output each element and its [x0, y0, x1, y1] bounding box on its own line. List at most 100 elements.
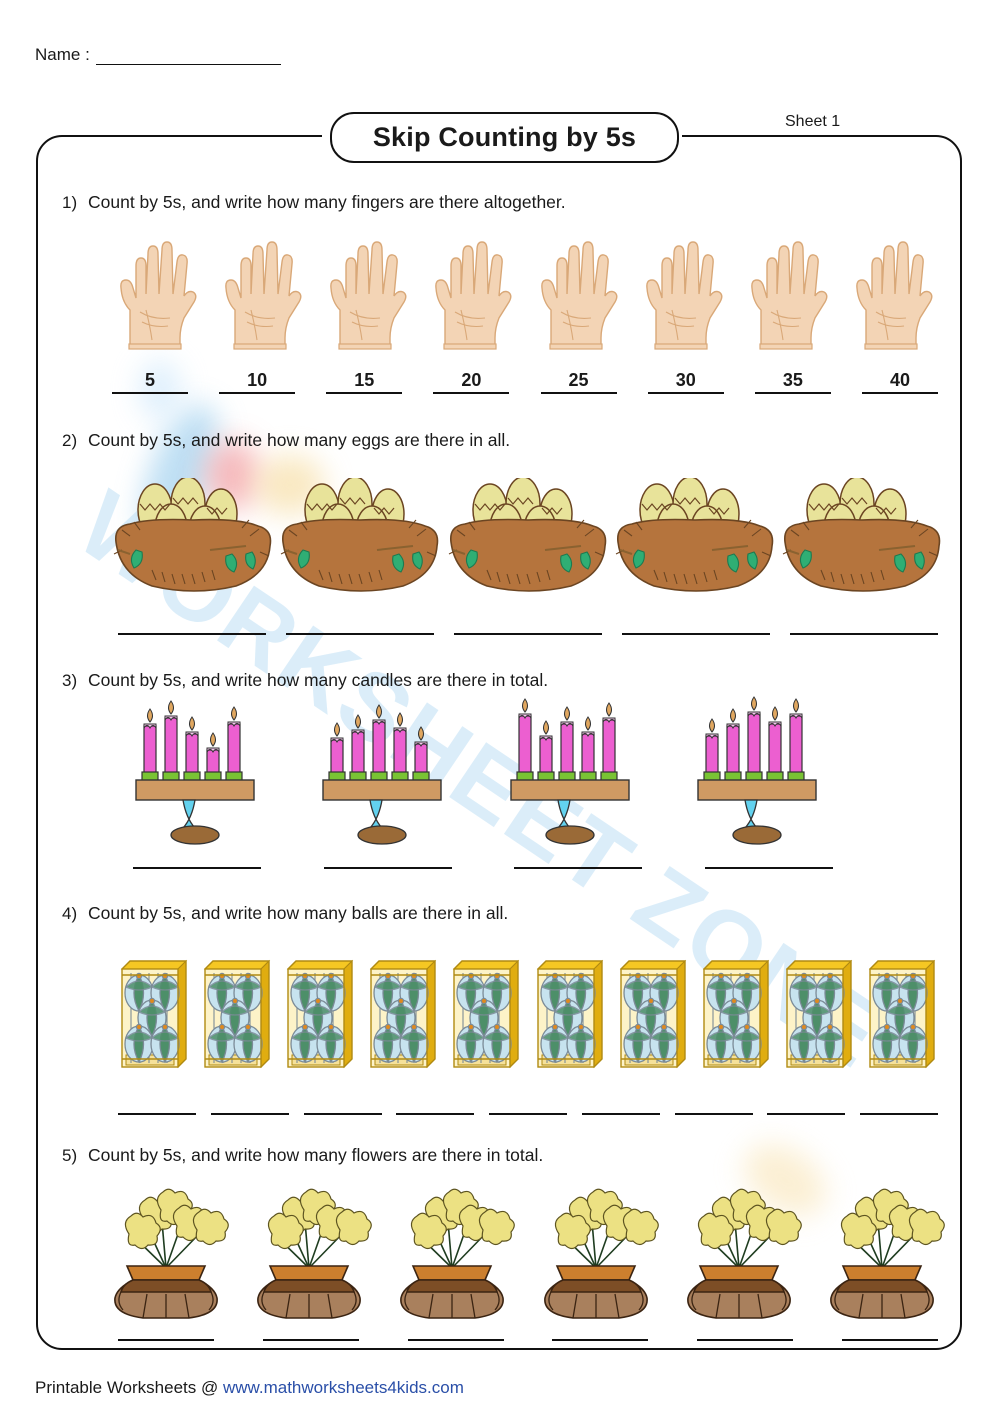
answer-blank[interactable]: 40: [861, 370, 938, 394]
hand-icon: [751, 241, 828, 350]
flower-pot-icon: [114, 1188, 229, 1319]
question-1-text: Count by 5s, and write how many fingers …: [88, 192, 566, 212]
worksheet-frame: [36, 135, 962, 1350]
question-2: 2) Count by 5s, and write how many eggs …: [36, 430, 936, 451]
answer-blank[interactable]: 30: [647, 370, 724, 394]
answer-blank[interactable]: [454, 632, 602, 635]
answer-blank[interactable]: [704, 866, 833, 869]
answer-blank[interactable]: [286, 632, 434, 635]
hand-icon: [225, 241, 302, 350]
question-1-number: 1): [62, 193, 78, 212]
candle-stand-icon: [697, 696, 817, 845]
question-4-answer-row: [118, 1112, 938, 1115]
question-4: 4) Count by 5s, and write how many balls…: [36, 903, 936, 924]
question-3-text: Count by 5s, and write how many candles …: [88, 670, 549, 690]
question-2-illustration-row: [110, 478, 945, 596]
ball-crate-icon: [785, 959, 853, 1069]
question-1-illustration-row: [118, 240, 938, 352]
hand-icon: [120, 241, 197, 350]
answer-blank[interactable]: 35: [754, 370, 831, 394]
question-5-illustration-row: [103, 1180, 945, 1320]
question-4-number: 4): [62, 904, 78, 923]
question-2-heading: 2) Count by 5s, and write how many eggs …: [36, 430, 936, 451]
candle-stand-icon: [322, 704, 443, 845]
ball-crate-icon: [120, 959, 188, 1069]
answer-blank[interactable]: [790, 632, 938, 635]
answer-blank[interactable]: 10: [219, 370, 296, 394]
nest-eggs-icon: [113, 478, 272, 592]
candle-stand-icon: [509, 698, 630, 845]
question-4-illustration-row: [118, 955, 938, 1073]
answer-blank[interactable]: [118, 1338, 214, 1341]
hand-icon: [856, 241, 933, 350]
answer-blank[interactable]: [767, 1112, 846, 1115]
answer-blank[interactable]: 20: [433, 370, 510, 394]
answer-blank[interactable]: [303, 1112, 382, 1115]
answer-blank[interactable]: [841, 1338, 938, 1341]
footer: Printable Worksheets @ www.mathworksheet…: [35, 1378, 464, 1398]
question-5-answer-row: [118, 1338, 938, 1341]
answer-blank[interactable]: [674, 1112, 753, 1115]
flower-pot-icon: [400, 1188, 516, 1319]
question-1-answer-row: 5 10 15 20 25 30 35 40: [112, 370, 938, 394]
nest-eggs-icon: [448, 478, 606, 592]
flower-pot-icon: [686, 1188, 802, 1319]
flower-pot-icon: [257, 1188, 373, 1319]
ball-crate-icon: [203, 959, 271, 1069]
question-1: 1) Count by 5s, and write how many finge…: [36, 192, 936, 213]
answer-blank[interactable]: 15: [326, 370, 403, 394]
answer-blank[interactable]: [133, 866, 261, 869]
question-5-heading: 5) Count by 5s, and write how many flowe…: [36, 1145, 936, 1166]
ball-crate-icon: [702, 959, 769, 1069]
answer-blank[interactable]: [489, 1112, 567, 1115]
answer-blank[interactable]: [514, 866, 643, 869]
answer-blank[interactable]: [118, 1112, 196, 1115]
question-4-text: Count by 5s, and write how many balls ar…: [88, 903, 509, 923]
answer-blank[interactable]: [622, 632, 770, 635]
question-3: 3) Count by 5s, and write how many candl…: [36, 670, 936, 691]
answer-blank[interactable]: [697, 1338, 794, 1341]
name-label: Name :: [35, 45, 90, 64]
name-input-blank[interactable]: [95, 46, 281, 65]
question-3-illustration-row: [126, 696, 836, 846]
ball-crate-icon: [287, 959, 354, 1069]
answer-blank[interactable]: [118, 632, 266, 635]
ball-crate-icon: [453, 959, 520, 1069]
worksheet-title-pill: Skip Counting by 5s: [330, 112, 679, 163]
hand-icon: [435, 241, 512, 350]
question-5-text: Count by 5s, and write how many flowers …: [88, 1145, 544, 1165]
hand-icon: [540, 241, 618, 350]
question-1-heading: 1) Count by 5s, and write how many finge…: [36, 192, 936, 213]
nest-eggs-icon: [281, 478, 439, 592]
footer-prefix: Printable Worksheets @: [35, 1378, 223, 1397]
answer-blank[interactable]: [581, 1112, 660, 1115]
answer-blank[interactable]: [552, 1338, 649, 1341]
hand-icon: [645, 241, 723, 350]
ball-crate-icon: [868, 959, 936, 1069]
answer-blank[interactable]: [210, 1112, 289, 1115]
answer-blank[interactable]: [396, 1112, 475, 1115]
ball-crate-icon: [619, 959, 686, 1069]
answer-blank[interactable]: 5: [112, 370, 188, 394]
flower-pot-icon: [830, 1188, 945, 1319]
nest-eggs-icon: [782, 478, 941, 592]
answer-blank[interactable]: [860, 1112, 938, 1115]
hand-icon: [330, 241, 407, 350]
question-4-heading: 4) Count by 5s, and write how many balls…: [36, 903, 936, 924]
ball-crate-icon: [536, 959, 603, 1069]
answer-blank[interactable]: 25: [540, 370, 617, 394]
nest-eggs-icon: [615, 478, 774, 592]
question-2-text: Count by 5s, and write how many eggs are…: [88, 430, 511, 450]
page-title: Skip Counting by 5s: [372, 122, 637, 152]
footer-url[interactable]: www.mathworksheets4kids.com: [222, 1378, 464, 1397]
ball-crate-icon: [370, 959, 437, 1069]
question-3-answer-row: [133, 866, 833, 869]
answer-blank[interactable]: [407, 1338, 504, 1341]
answer-blank[interactable]: [323, 866, 452, 869]
name-row: Name :: [35, 45, 281, 65]
question-3-number: 3): [62, 671, 78, 690]
question-2-answer-row: [118, 632, 938, 635]
candle-stand-icon: [135, 700, 255, 845]
question-2-number: 2): [62, 431, 78, 450]
answer-blank[interactable]: [262, 1338, 359, 1341]
